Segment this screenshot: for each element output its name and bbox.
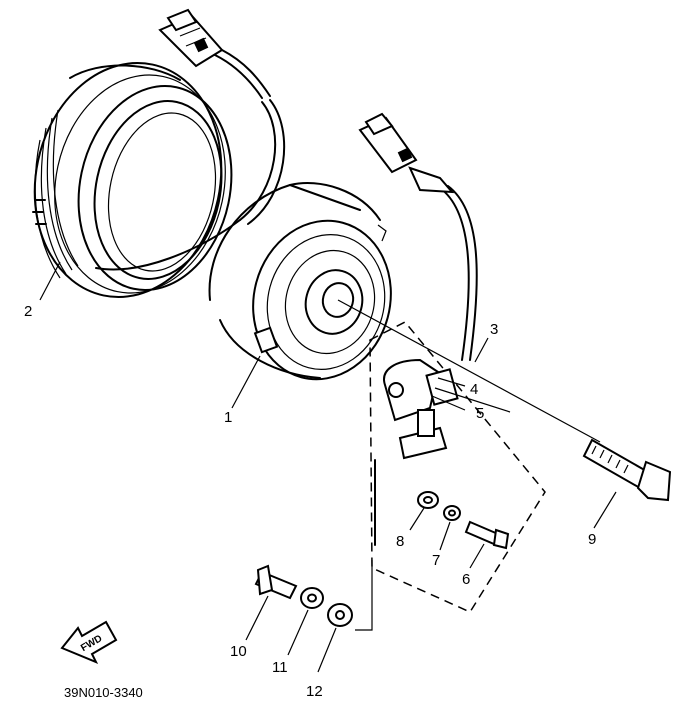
stator-wire xyxy=(95,49,286,271)
assembly-axis xyxy=(337,299,601,443)
callout-6: 6 xyxy=(462,571,470,588)
screw-10 xyxy=(254,564,298,600)
callout-1: 1 xyxy=(224,409,232,426)
callout-12: 12 xyxy=(306,683,323,700)
callout-2: 2 xyxy=(24,303,32,320)
callout-3: 3 xyxy=(490,321,498,338)
figure-code: 39N010-3340 xyxy=(64,685,143,700)
callout-11: 11 xyxy=(272,659,288,676)
stator-connector xyxy=(158,8,224,68)
callout-5: 5 xyxy=(476,405,484,422)
fwd-arrow: FWD xyxy=(60,620,118,664)
callout-8: 8 xyxy=(396,533,404,550)
callout-numbers: 2 1 3 4 5 9 8 7 6 10 11 12 xyxy=(24,303,596,700)
screw-6 xyxy=(464,520,510,550)
pickup-coil-assembly xyxy=(369,321,546,613)
bolt-9 xyxy=(582,438,672,502)
washer-11 xyxy=(300,587,324,609)
washer-12 xyxy=(327,603,353,627)
washer-8 xyxy=(417,491,439,509)
pickup-wire xyxy=(439,185,478,361)
washer-7 xyxy=(443,505,461,521)
leader-lines xyxy=(39,261,617,673)
pickup-connector xyxy=(358,112,455,194)
stator-housing xyxy=(32,62,233,298)
rotor xyxy=(208,182,392,381)
callout-7: 7 xyxy=(432,552,440,569)
callout-9: 9 xyxy=(588,531,596,548)
callout-10: 10 xyxy=(230,643,247,660)
callout-4: 4 xyxy=(470,381,478,398)
